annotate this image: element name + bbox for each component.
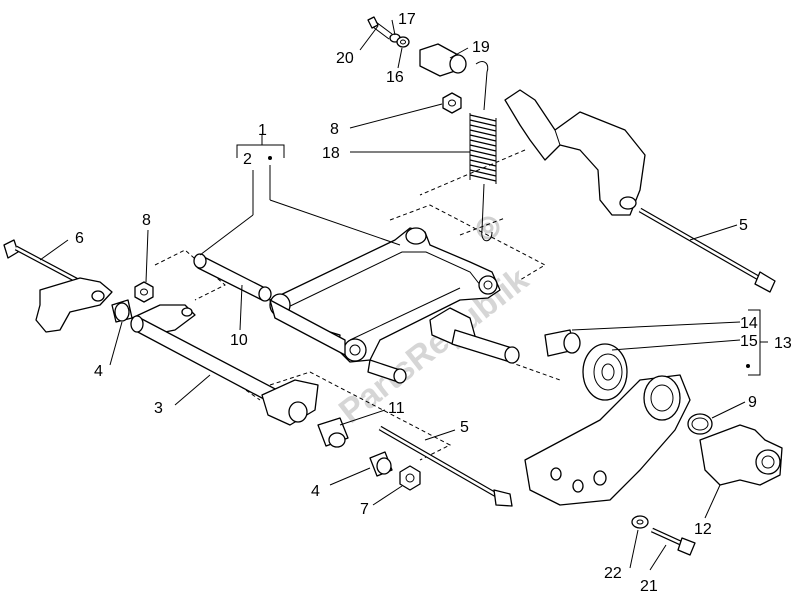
bearing <box>582 343 628 401</box>
rear-bracket <box>504 89 646 216</box>
callout-5-upper: 5 <box>739 217 748 234</box>
callout-12: 12 <box>694 521 712 538</box>
callout-8-left: 8 <box>142 212 151 229</box>
lower-long-bolt <box>378 425 513 507</box>
callout-21: 21 <box>640 578 658 595</box>
callout-22: 22 <box>604 565 622 582</box>
callout-3: 3 <box>154 400 163 417</box>
callout-14: 14 <box>740 315 758 332</box>
bottom-bolt <box>650 527 696 556</box>
callout-5-lower: 5 <box>460 419 469 436</box>
end-cover <box>699 424 783 486</box>
left-bushing <box>111 299 133 323</box>
leader-lines <box>39 19 746 571</box>
callout-6: 6 <box>75 230 84 247</box>
swing-arm-link <box>269 227 501 363</box>
callout-4-lower: 4 <box>311 483 320 500</box>
inner-bushings <box>193 253 520 384</box>
upper-nut <box>442 92 462 114</box>
callout-17: 17 <box>398 11 416 28</box>
callout-16: 16 <box>386 69 404 86</box>
small-bolt-assembly <box>367 16 467 77</box>
left-nut <box>134 281 154 303</box>
callout-7: 7 <box>360 501 369 518</box>
callout-2: 2 <box>243 151 252 168</box>
lower-small-parts <box>317 417 421 491</box>
callout-labels: 1 2 3 4 4 5 5 6 7 8 8 9 10 11 12 13 14 1… <box>75 11 792 595</box>
circlip <box>687 413 713 435</box>
callout-1: 1 <box>258 122 267 139</box>
bottom-washer <box>631 515 649 529</box>
callout-19: 19 <box>472 39 490 56</box>
callout-15: 15 <box>740 333 758 350</box>
upper-long-bolt <box>638 207 776 293</box>
callout-8-upper: 8 <box>330 121 339 138</box>
callout-4-left: 4 <box>94 363 103 380</box>
group-brackets <box>199 135 768 376</box>
callout-13: 13 <box>774 335 792 352</box>
callout-20: 20 <box>336 50 354 67</box>
bearing-sleeve <box>544 329 581 357</box>
left-bracket <box>35 277 113 333</box>
callout-10: 10 <box>230 332 248 349</box>
callout-9: 9 <box>748 394 757 411</box>
callout-18: 18 <box>322 145 340 162</box>
callout-11: 11 <box>388 400 405 417</box>
tension-spring <box>469 61 497 242</box>
lower-shaft-assembly <box>130 304 319 426</box>
lower-bracket-plate <box>524 374 691 506</box>
